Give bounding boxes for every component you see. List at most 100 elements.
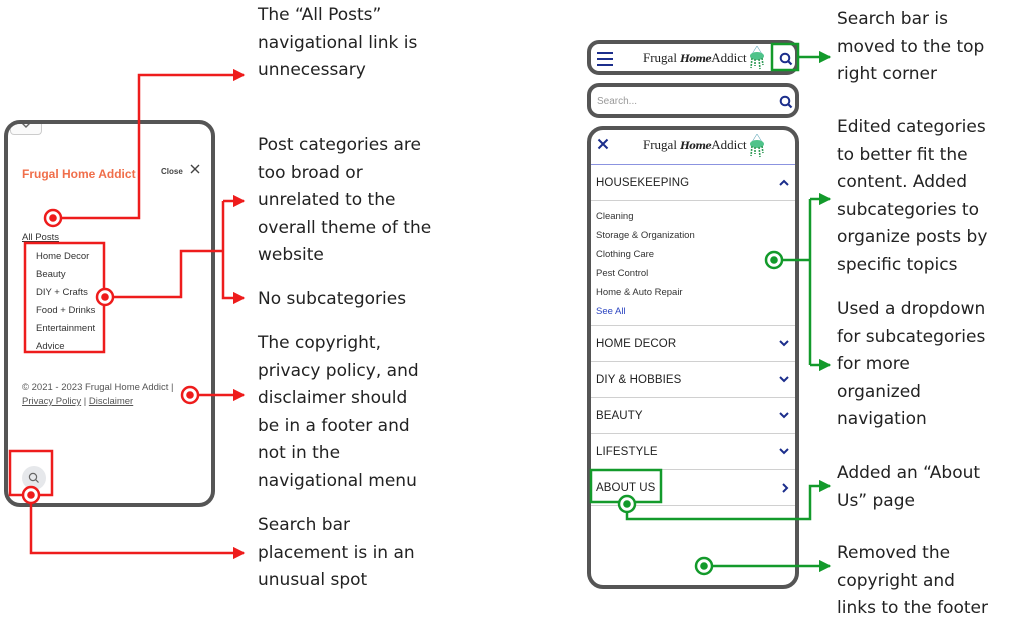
- brand-title[interactable]: Frugal Home Addict: [22, 167, 136, 181]
- collapse-tab[interactable]: [10, 124, 42, 135]
- annotation-line: for subcategories: [837, 326, 986, 347]
- annotation-line: moved to the top: [837, 36, 985, 57]
- hamburger-menu-icon[interactable]: [597, 52, 613, 66]
- menu-about-us[interactable]: ABOUT US: [591, 470, 795, 506]
- menu-category-lifestyle[interactable]: LIFESTYLE: [591, 434, 795, 470]
- menu-category-diy-hobbies[interactable]: DIY & HOBBIES: [591, 362, 795, 398]
- after-search-bar[interactable]: Search...: [587, 83, 799, 118]
- logo-word-home: Home: [680, 141, 712, 152]
- callout-old-search: [29, 503, 246, 560]
- menu-category-label: ABOUT US: [596, 482, 656, 494]
- chevron-down-icon[interactable]: [779, 376, 789, 383]
- annotation-categories-broad: Post categories are too broad or unrelated…: [258, 132, 431, 270]
- menu-category-housekeeping[interactable]: HOUSEKEEPING: [591, 165, 795, 201]
- site-logo[interactable]: Frugal HomeAddict: [643, 50, 747, 66]
- logo-word-addict: Addict: [711, 50, 747, 65]
- annotation-line: navigational menu: [258, 470, 417, 491]
- menu-category-label: DIY & HOBBIES: [596, 374, 682, 386]
- annotation-line: disclaimer should: [258, 388, 408, 408]
- annotation-line: privacy policy, and: [258, 360, 419, 381]
- annotation-line: Removed the: [837, 543, 951, 563]
- old-category-list: Home Decor Beauty DIY + Crafts Food + Dr…: [36, 250, 95, 358]
- annotation-no-subcategories: No subcategories: [258, 286, 406, 314]
- annotation-line: unnecessary: [258, 60, 366, 80]
- menu-category-home-decor[interactable]: HOME DECOR: [591, 326, 795, 362]
- annotation-copyright: The copyright, privacy policy, and disclai…: [258, 330, 419, 495]
- old-category-item[interactable]: Beauty: [36, 269, 66, 280]
- menu-category-label: HOUSEKEEPING: [596, 177, 690, 189]
- disclaimer-link[interactable]: Disclaimer: [88, 396, 134, 407]
- annotation-line: Search bar: [258, 515, 351, 535]
- old-category-item[interactable]: Home Decor: [36, 251, 90, 262]
- annotation-line: Added an “About: [837, 463, 981, 483]
- chevron-down-icon[interactable]: [779, 448, 789, 455]
- menu-category-beauty[interactable]: BEAUTY: [591, 398, 795, 434]
- see-all-link[interactable]: See All: [596, 306, 626, 317]
- subcategory-item[interactable]: Pest Control: [596, 268, 649, 279]
- hanging-plant-icon: [750, 134, 764, 158]
- annotation-line: for more: [837, 354, 910, 374]
- old-category-item[interactable]: Entertainment: [36, 323, 96, 334]
- logo-word-home: Home: [680, 54, 712, 65]
- search-input-placeholder[interactable]: Search...: [597, 96, 638, 107]
- close-icon[interactable]: [188, 162, 202, 176]
- annotation-line: Us” page: [837, 490, 915, 511]
- subcategory-item[interactable]: Home & Auto Repair: [596, 287, 683, 298]
- after-header-bar: Frugal HomeAddict: [587, 40, 799, 75]
- after-mobile-menu: Frugal HomeAddict HOUSEKEEPING Cleaning …: [587, 126, 799, 589]
- search-icon: [28, 472, 39, 483]
- annotation-line: unrelated to the: [258, 190, 396, 210]
- annotation-line: not in the: [258, 443, 341, 463]
- logo-word-addict: Addict: [711, 137, 747, 152]
- old-category-item[interactable]: Food + Drinks: [36, 305, 96, 316]
- chevron-up-icon[interactable]: [779, 179, 789, 186]
- chevron-down-icon[interactable]: [779, 340, 789, 347]
- annotation-line: organized: [837, 381, 921, 402]
- annotation-line: The “All Posts”: [258, 5, 382, 25]
- annotation-line: No subcategories: [258, 289, 407, 309]
- annotation-line: right corner: [837, 64, 938, 84]
- annotation-line: The copyright,: [258, 333, 381, 353]
- logo-word-frugal: Frugal: [643, 137, 677, 152]
- hanging-plant-icon: [750, 46, 764, 70]
- annotation-search-moved: Search bar is moved to the top right corne…: [837, 6, 984, 89]
- close-icon[interactable]: [597, 138, 609, 150]
- subcategory-item[interactable]: Storage & Organization: [596, 230, 695, 241]
- privacy-policy-link[interactable]: Privacy Policy: [22, 396, 82, 407]
- site-logo[interactable]: Frugal HomeAddict: [643, 137, 747, 153]
- annotation-all-posts: The “All Posts” navigational link is unnec…: [258, 2, 417, 85]
- all-posts-link[interactable]: All Posts: [22, 232, 59, 243]
- annotation-line: too broad or: [258, 162, 363, 183]
- menu-category-label: HOME DECOR: [596, 338, 677, 350]
- annotation-line: Post categories are: [258, 135, 421, 155]
- old-category-item[interactable]: DIY + Crafts: [36, 287, 88, 298]
- close-label[interactable]: Close: [161, 167, 183, 176]
- subcategory-list: Cleaning Storage & Organization Clothing…: [596, 210, 695, 324]
- annotation-line: subcategories to: [837, 199, 980, 220]
- annotation-line: Search bar is: [837, 9, 948, 29]
- annotation-search-placement: Search bar placement is in an unusual spot: [258, 512, 415, 595]
- subcategory-item[interactable]: Cleaning: [596, 211, 634, 222]
- annotation-line: copyright and: [837, 570, 955, 591]
- annotation-line: navigational link is: [258, 32, 418, 53]
- annotation-line: organize posts by: [837, 227, 988, 247]
- chevron-down-icon[interactable]: [779, 412, 789, 419]
- search-icon[interactable]: [779, 95, 793, 109]
- annotation-line: specific topics: [837, 254, 958, 275]
- subcategory-item[interactable]: Clothing Care: [596, 249, 655, 260]
- old-search-button[interactable]: [22, 466, 46, 490]
- search-icon[interactable]: [779, 52, 793, 66]
- annotation-line: website: [258, 245, 324, 265]
- annotation-line: unusual spot: [258, 570, 368, 590]
- annotation-line: placement is in an: [258, 542, 415, 563]
- chevron-down-icon: [22, 124, 30, 128]
- menu-divider: [591, 325, 795, 326]
- annotation-line: to better fit the: [837, 144, 968, 165]
- copyright-block: © 2021 - 2023 Frugal Home Addict | Priva…: [22, 381, 174, 409]
- old-category-item[interactable]: Advice: [36, 341, 65, 352]
- before-mobile-menu: Frugal Home Addict Close All Posts Home …: [4, 120, 215, 507]
- chevron-right-icon[interactable]: [782, 483, 789, 493]
